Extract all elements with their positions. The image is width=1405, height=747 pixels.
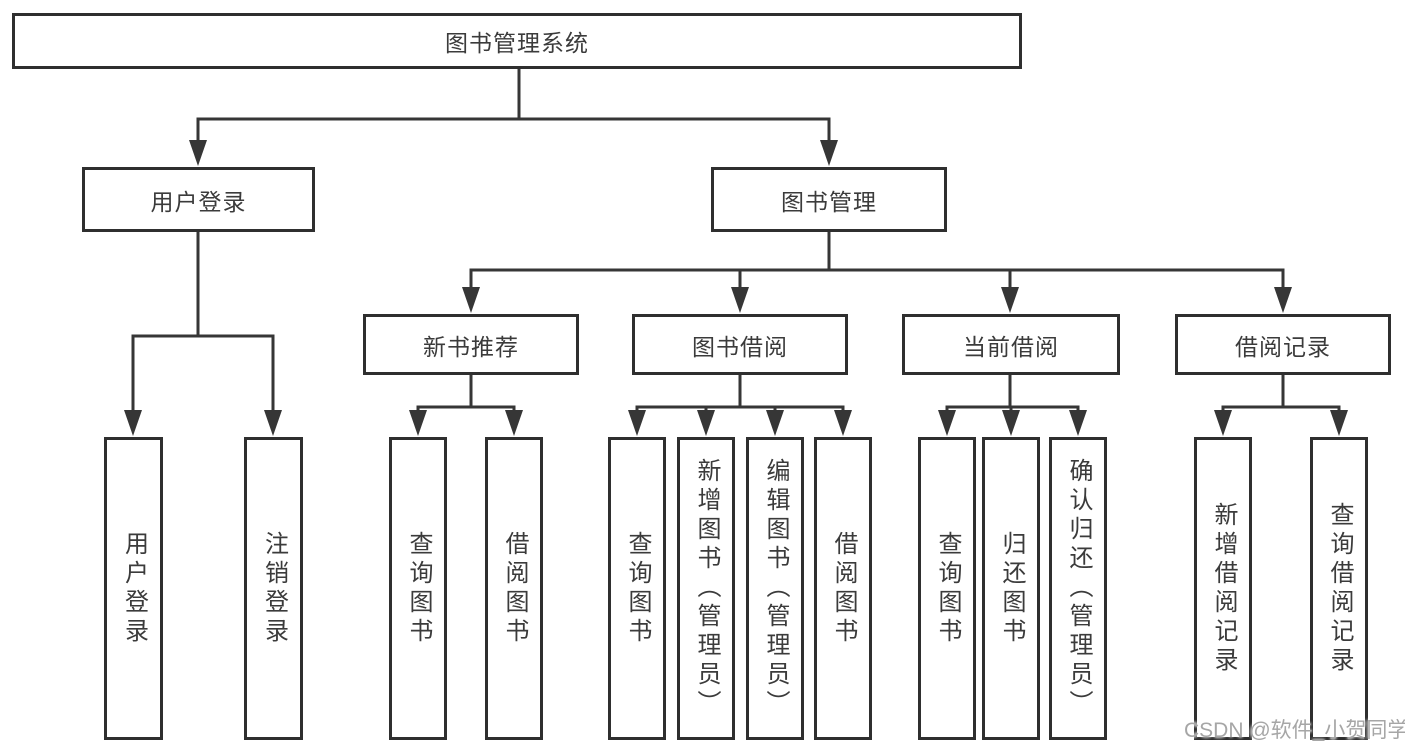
node-book-management: 图书管理 bbox=[711, 167, 947, 232]
node-root: 图书管理系统 bbox=[12, 13, 1022, 69]
node-borrow-records: 借阅记录 bbox=[1175, 314, 1391, 375]
node-current-borrow-label: 当前借阅 bbox=[963, 333, 1059, 360]
csdn-watermark: CSDN @软件_小贺同学 bbox=[1184, 719, 1405, 742]
leaf-borrow-edit-books-admin: 编辑图书（管理员） bbox=[746, 437, 804, 740]
leaf-user-logout: 注销登录 bbox=[244, 437, 303, 740]
leaf-borrow-borrow-books-label: 借阅图书 bbox=[830, 530, 857, 647]
leaf-newrec-query-books-label: 查询图书 bbox=[405, 530, 432, 647]
leaf-borrow-query-books: 查询图书 bbox=[608, 437, 666, 740]
leaf-borrow-edit-books-admin-label: 编辑图书（管理员） bbox=[762, 458, 789, 719]
leaf-current-return-books-label: 归还图书 bbox=[998, 530, 1025, 647]
node-book-borrow: 图书借阅 bbox=[632, 314, 848, 375]
node-book-management-label: 图书管理 bbox=[781, 188, 877, 215]
arrowheads bbox=[124, 140, 1348, 436]
leaf-current-confirm-return-admin: 确认归还（管理员） bbox=[1049, 437, 1107, 740]
node-new-book-recommend: 新书推荐 bbox=[363, 314, 579, 375]
leaf-records-add-record-label: 新增借阅记录 bbox=[1210, 501, 1237, 676]
leaf-current-confirm-return-admin-label: 确认归还（管理员） bbox=[1065, 458, 1092, 719]
leaf-current-query-books: 查询图书 bbox=[918, 437, 976, 740]
leaf-records-query-record: 查询借阅记录 bbox=[1310, 437, 1368, 740]
leaf-user-logout-label: 注销登录 bbox=[260, 530, 288, 647]
node-user-login-label: 用户登录 bbox=[150, 188, 247, 215]
leaf-records-add-record: 新增借阅记录 bbox=[1194, 437, 1252, 740]
node-current-borrow: 当前借阅 bbox=[902, 314, 1120, 375]
leaf-borrow-query-books-label: 查询图书 bbox=[624, 530, 651, 647]
leaf-newrec-borrow-books-label: 借阅图书 bbox=[501, 530, 528, 647]
leaf-user-login: 用户登录 bbox=[104, 437, 163, 740]
leaf-borrow-add-books-admin: 新增图书（管理员） bbox=[677, 437, 735, 740]
node-book-borrow-label: 图书借阅 bbox=[692, 333, 788, 360]
leaf-current-return-books: 归还图书 bbox=[982, 437, 1040, 740]
leaf-newrec-query-books: 查询图书 bbox=[389, 437, 447, 740]
node-root-label: 图书管理系统 bbox=[445, 30, 589, 56]
leaf-newrec-borrow-books: 借阅图书 bbox=[485, 437, 543, 740]
node-new-book-recommend-label: 新书推荐 bbox=[423, 333, 519, 360]
leaf-current-query-books-label: 查询图书 bbox=[934, 530, 961, 647]
leaf-borrow-borrow-books: 借阅图书 bbox=[814, 437, 872, 740]
node-user-login: 用户登录 bbox=[82, 167, 315, 232]
leaf-records-query-record-label: 查询借阅记录 bbox=[1326, 501, 1353, 676]
node-borrow-records-label: 借阅记录 bbox=[1235, 333, 1331, 360]
leaf-user-login-label: 用户登录 bbox=[120, 530, 148, 647]
leaf-borrow-add-books-admin-label: 新增图书（管理员） bbox=[693, 458, 720, 719]
